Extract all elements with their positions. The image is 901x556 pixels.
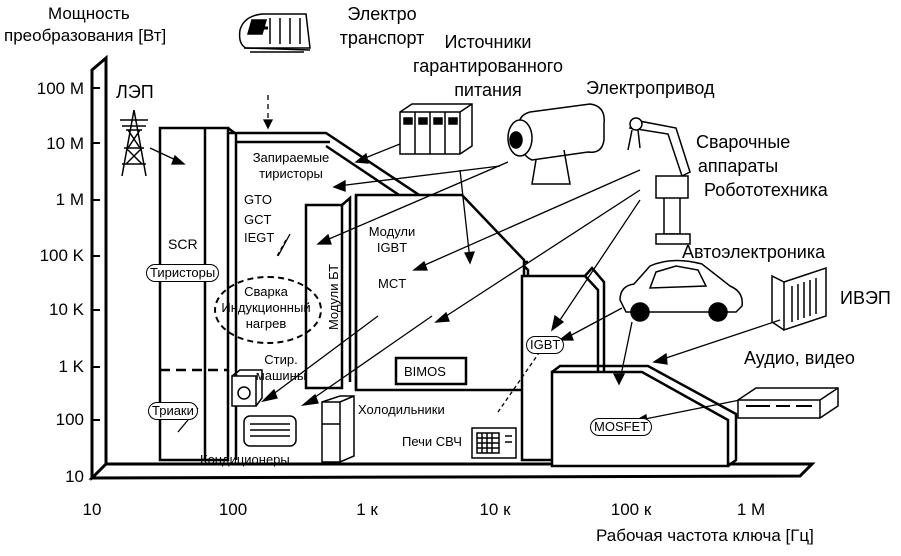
welding-machines-label: Сварочные аппараты: [696, 132, 791, 176]
ivep-label: ИВЭП: [840, 288, 891, 308]
axes: [88, 54, 816, 481]
gto-label: GTO: [244, 192, 272, 207]
motor-icon: [507, 103, 605, 185]
pylon-icon: [120, 109, 148, 177]
x-tick-label: 1 к: [356, 500, 378, 519]
auto-electronics-label: Автоэлектроника: [682, 242, 826, 262]
ivep-icon: [771, 266, 827, 332]
welding-heating-label: Сварка Индукционный нагрев: [221, 284, 311, 331]
y-tick-label: 10 K: [49, 300, 84, 319]
y-axis-title-line2: преобразования [Вт]: [4, 26, 167, 45]
x-tick-label: 1 M: [736, 500, 766, 519]
scr-label: SCR: [168, 236, 198, 252]
lep-label: ЛЭП: [116, 82, 154, 102]
y-axis-title-line1: Мощность: [48, 4, 130, 23]
washer-icon: [231, 369, 263, 407]
air-conditioners-label: Кондиционеры: [200, 452, 290, 467]
x-tick-label: 10: [82, 500, 102, 519]
x-tick-label: 100: [218, 500, 248, 519]
modules-region: [304, 193, 526, 392]
train-icon: [238, 13, 311, 53]
y-tick-label: 10: [65, 467, 84, 486]
y-tick-label: 100 K: [39, 246, 84, 265]
car-icon: [619, 259, 743, 322]
microwave-icon: [471, 427, 517, 459]
iegt-label: IEGT: [244, 230, 275, 245]
robot-arm-icon: [627, 117, 691, 245]
fridges-label: Холодильники: [358, 402, 445, 417]
mosfet-label: MOSFET: [590, 418, 653, 436]
air-conditioner-icon: [243, 415, 297, 447]
y-tick-label: 1 K: [58, 357, 84, 376]
robotics-label: Робототехника: [704, 180, 828, 200]
x-tick-label: 100 к: [610, 500, 652, 519]
scr-region: [158, 126, 238, 462]
y-tick-label: 100: [55, 410, 84, 429]
x-tick-label: 10 к: [479, 500, 511, 519]
electro-transport-label: Электро транспорт: [339, 4, 425, 48]
igbt-modules-label: Модули IGBT: [368, 224, 416, 255]
arrows: [149, 95, 781, 433]
y-tick-label: 100 M: [36, 79, 84, 98]
gct-label: GCT: [244, 212, 272, 227]
y-axis-bar: [90, 54, 108, 481]
audio-video-icon: [737, 387, 839, 419]
thyristors-label: Тиристоры: [146, 264, 220, 282]
washing-machines-label: Стир. машины: [255, 352, 307, 383]
audio-video-label: Аудио, видео: [744, 348, 855, 368]
y-tick-label: 10 M: [46, 134, 84, 153]
igbt-label: IGBT: [526, 336, 565, 354]
bimos-label: BIMOS: [404, 364, 446, 379]
floor-platform: [88, 462, 816, 480]
fridge-icon: [321, 395, 355, 463]
mct-label: MCT: [378, 276, 407, 291]
x-axis-title: Рабочая частота ключа [Гц]: [596, 526, 814, 545]
electric-drive-label: Электропривод: [586, 78, 715, 98]
bt-modules-label: Модули БТ: [326, 263, 341, 331]
bimos-box: [394, 356, 468, 386]
triacs-label: Триаки: [148, 402, 198, 420]
welding-heating-oval: [214, 276, 322, 344]
gto-title-label: Запираемые тиристоры: [252, 150, 330, 181]
ups-label: Источники гарантированного питания: [413, 32, 563, 100]
ups-icon: [399, 103, 473, 155]
y-tick-label: 1 M: [55, 190, 84, 209]
microwave-label: Печи СВЧ: [402, 434, 462, 449]
